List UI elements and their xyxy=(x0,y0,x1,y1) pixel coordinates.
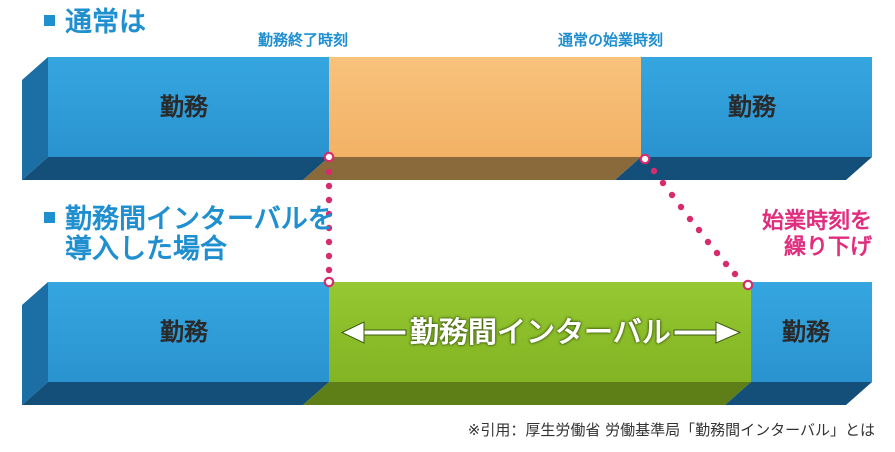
bottom-bar-bottom-face-left xyxy=(22,382,329,405)
section-title-interval-line2: 導入した場合 xyxy=(65,234,227,265)
bullet-square-icon xyxy=(44,15,55,26)
top-bar-bottom-face-right xyxy=(615,157,872,180)
top-bar-work-left xyxy=(48,57,329,157)
interval-label: 勤務間インターバル xyxy=(410,315,671,349)
section-title-normal: 通常は xyxy=(44,8,146,38)
top-bar-rest xyxy=(329,57,641,157)
bottom-bar-work-left xyxy=(48,282,329,382)
bottom-left-work-label: 勤務 xyxy=(160,318,208,346)
interval-left-arrow xyxy=(340,321,407,344)
label-work-end-time: 勤務終了時刻 xyxy=(258,31,349,49)
bottom-bar-bottom-face-interval xyxy=(303,382,751,405)
interval-right-arrow xyxy=(673,321,742,344)
bottom-bar-work-right xyxy=(751,282,872,382)
bottom-bar-side-face xyxy=(22,282,48,405)
label-start-delay-line1: 始業時刻を xyxy=(761,209,872,234)
bottom-right-work-label: 勤務 xyxy=(782,318,830,346)
bottom-bar-bottom-face-right xyxy=(725,382,872,405)
bullet-square-icon xyxy=(44,212,55,223)
section-title-interval: 勤務間インターバルを 導入した場合 xyxy=(44,205,335,265)
source-caption: ※引用：厚生労働省 労働基準局「勤務間インターバル」とは xyxy=(467,421,875,439)
label-normal-start-time: 通常の始業時刻 xyxy=(558,31,664,49)
label-start-delay-line2: 繰り下げ xyxy=(783,235,872,260)
top-bar-bottom-face-rest xyxy=(303,157,641,180)
top-right-work-label: 勤務 xyxy=(728,93,776,121)
section-title-interval-line1: 勤務間インターバルを xyxy=(44,205,335,235)
top-bar-bottom-face-left xyxy=(22,157,329,180)
top-bar-work-right xyxy=(641,57,872,157)
start-delay-connector xyxy=(639,153,754,291)
top-bar-side-face xyxy=(22,57,48,180)
label-start-delay: 始業時刻を 繰り下げ xyxy=(762,209,872,261)
top-left-work-label: 勤務 xyxy=(160,93,208,121)
work-end-connector xyxy=(323,151,335,288)
